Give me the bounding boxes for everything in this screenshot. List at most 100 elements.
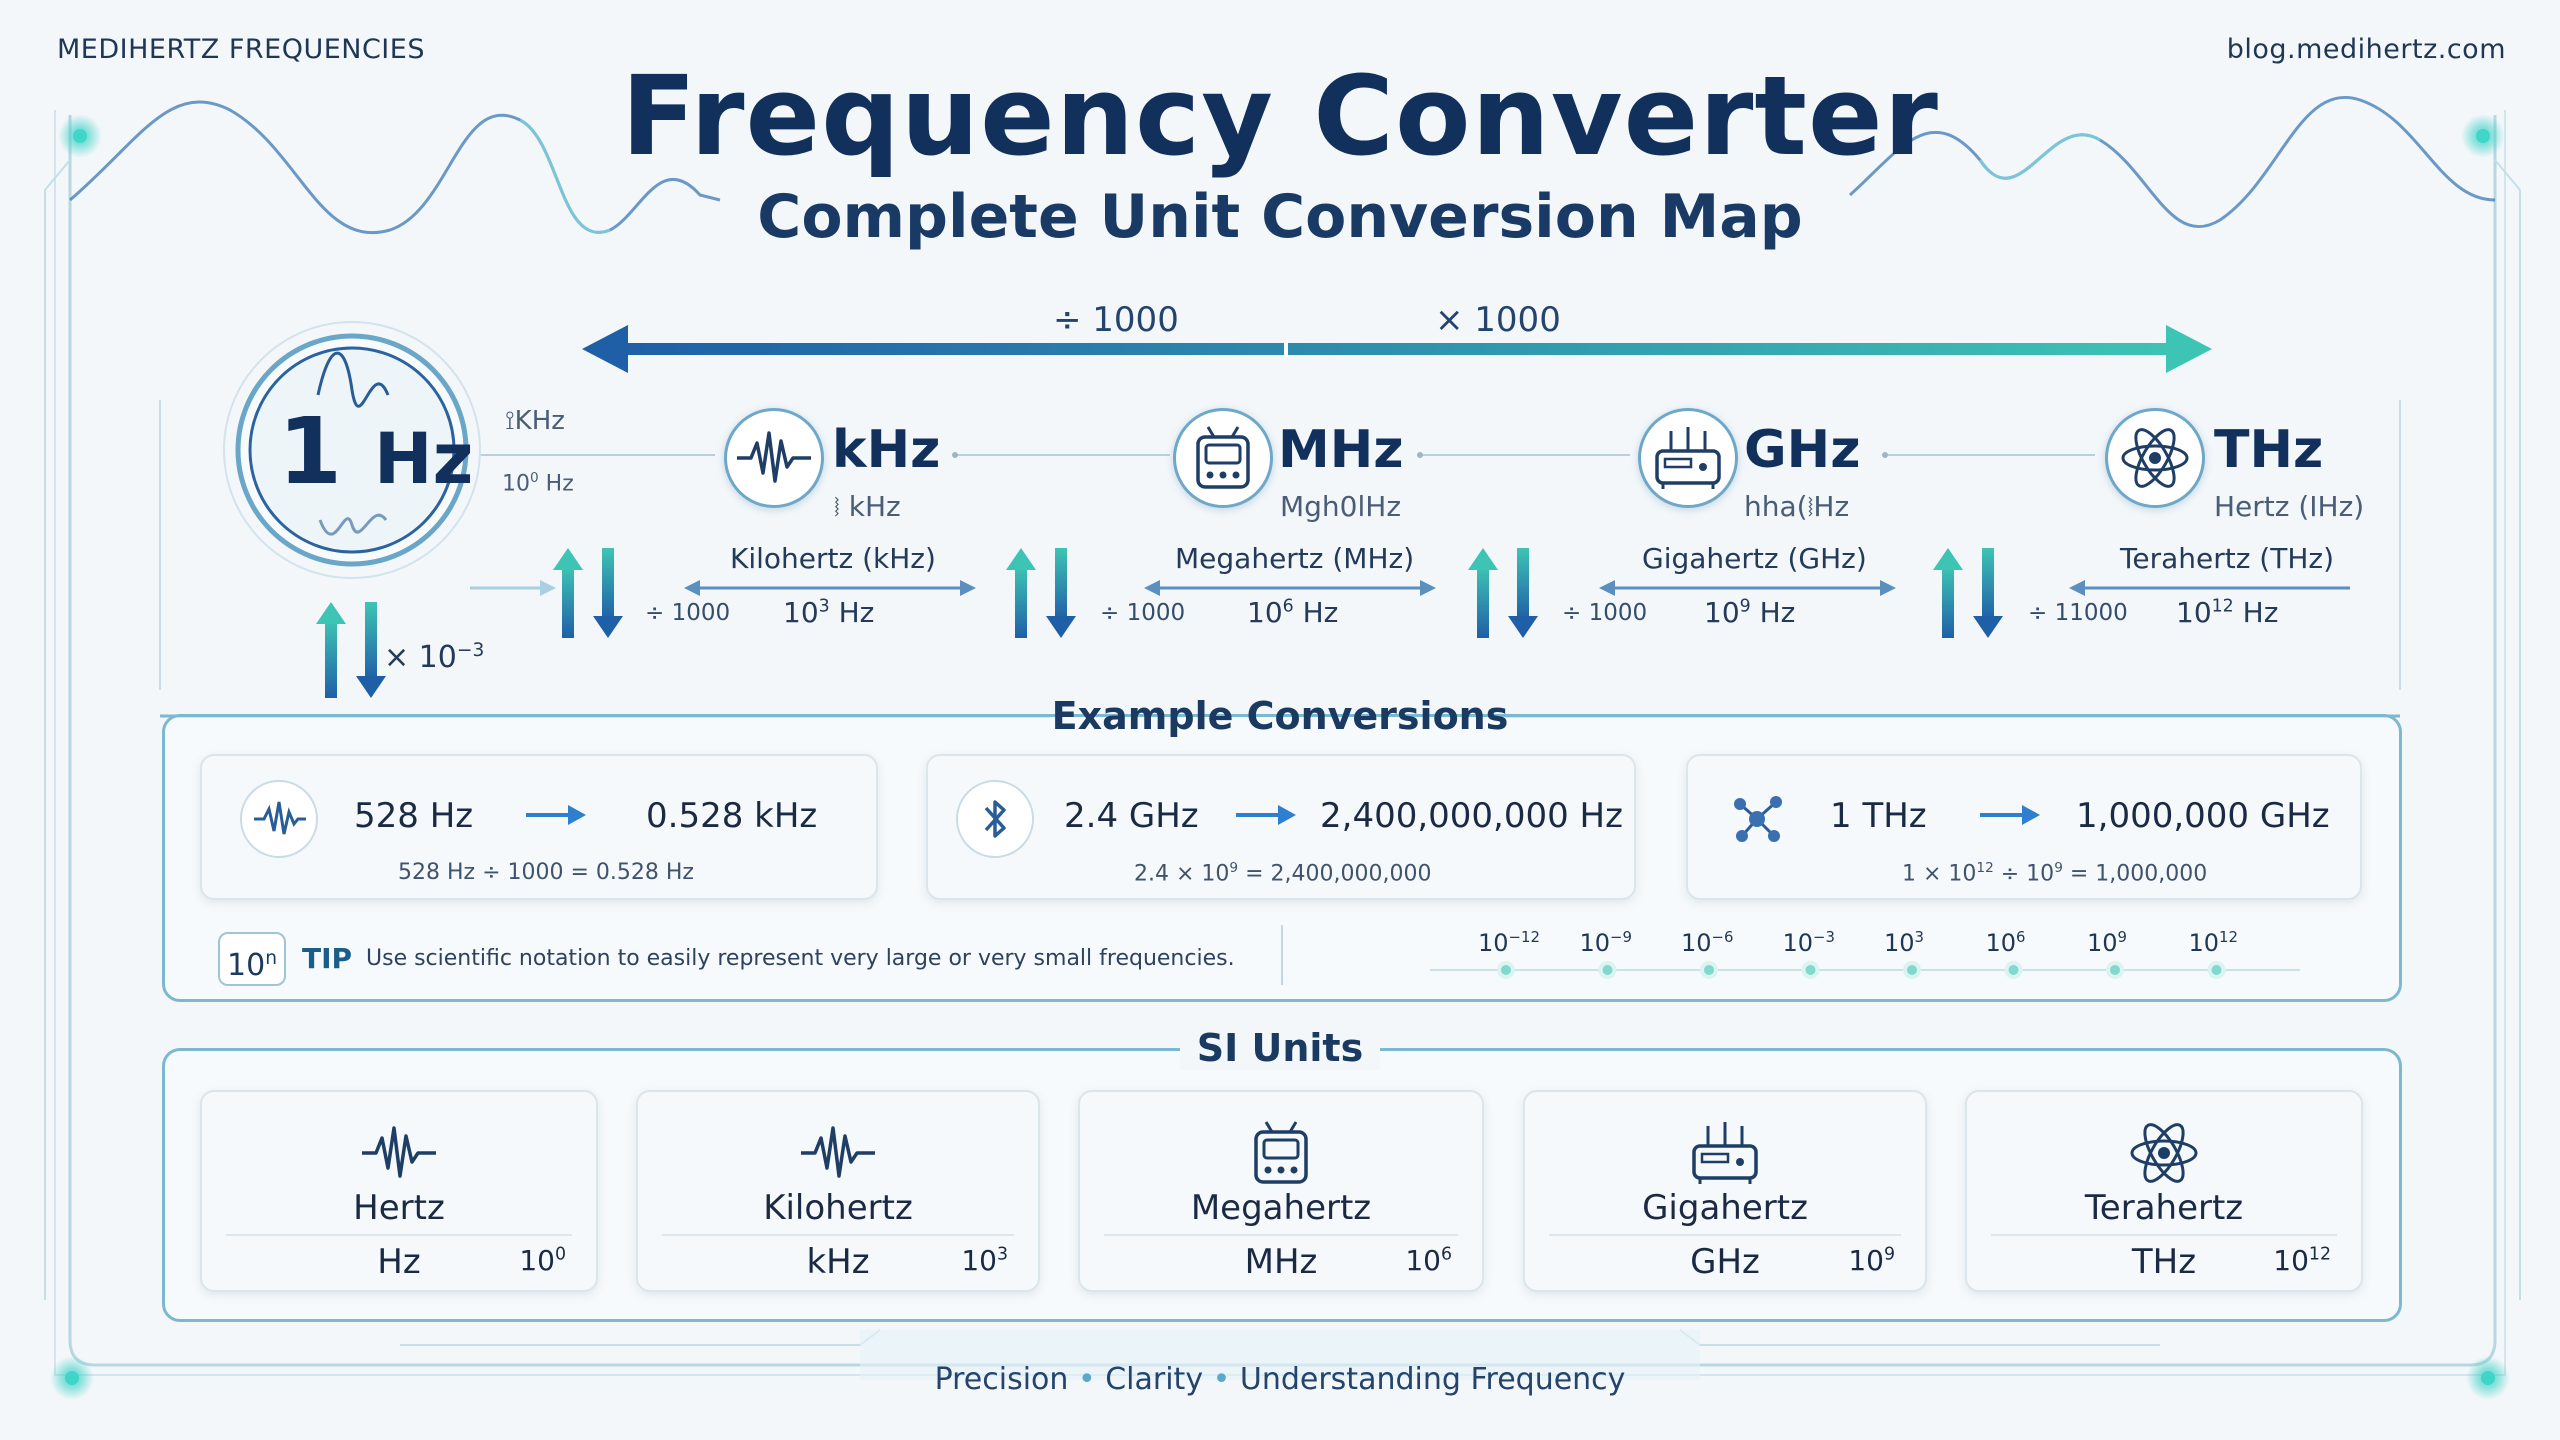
examples-title: Example Conversions — [1051, 694, 1509, 738]
unit-symbol: kHz — [832, 420, 941, 480]
hz-side-power: 100 Hz — [502, 470, 574, 497]
si-units-title: SI Units — [1180, 1026, 1380, 1070]
divider — [1991, 1234, 2337, 1236]
radio-icon — [1234, 1106, 1328, 1200]
footer-tagline: Precision • Clarity • Understanding Freq… — [934, 1362, 1626, 1397]
scale-tick-label: 1012 — [2188, 928, 2238, 957]
hz-value: 1 — [278, 398, 343, 505]
molecule-icon — [1718, 780, 1796, 858]
si-unit-name: Gigahertz — [1642, 1188, 1808, 1228]
unit-power: 109 Hz — [1704, 596, 1796, 629]
si-unit-symbol: THz — [2131, 1242, 2197, 1282]
scale-dot — [1598, 961, 1617, 979]
example-to: 1,000,000 GHz — [2076, 796, 2330, 836]
si-unit-name: Megahertz — [1190, 1188, 1372, 1228]
up-down-arrow-icon — [316, 602, 386, 698]
tip-badge: 10n — [218, 932, 286, 986]
divide-factor: ÷ 1000 — [1100, 600, 1186, 626]
unit-symbol: MHz — [1278, 420, 1404, 480]
si-unit-symbol: MHz — [1244, 1242, 1318, 1282]
divider — [1104, 1234, 1458, 1236]
scale-dot — [1801, 961, 1820, 979]
example-formula: 528 Hz ÷ 1000 = 0.528 Hz — [398, 860, 694, 885]
scale-dot — [2106, 961, 2124, 979]
scale-tick-label: 10−9 — [1579, 928, 1632, 957]
atom-icon — [2105, 408, 2205, 508]
example-card-1: 528 Hz 0.528 kHz 528 Hz ÷ 1000 = 0.528 H… — [200, 754, 878, 900]
site-link[interactable]: blog.medihertz.com — [2226, 34, 2506, 65]
hz-side-top: ⟟KHz — [505, 406, 565, 436]
router-icon — [1678, 1106, 1772, 1200]
hz-node: 1 Hz — [278, 398, 473, 505]
brand-name: MEDIHERTZ FREQUENCIES — [57, 34, 425, 65]
example-from: 528 Hz — [354, 796, 474, 836]
divide-label: ÷ 1000 — [1053, 300, 1179, 340]
tip-text: Use scientific notation to easily repres… — [366, 946, 1235, 971]
si-unit-name: Kilohertz — [763, 1188, 913, 1228]
example-formula: 1 × 1012 ÷ 109 = 1,000,000 — [1902, 860, 2208, 887]
sine-wave-icon — [352, 1106, 446, 1200]
scale-tick-label: 109 — [2087, 928, 2128, 957]
multiply-label: × 1000 — [1435, 300, 1561, 340]
unit-subtitle: hha(⧘Hz — [1744, 490, 1850, 523]
bluetooth-icon — [956, 780, 1034, 858]
si-unit-name: Hertz — [353, 1188, 445, 1228]
sine-wave-icon — [240, 780, 318, 858]
arrow-right-icon — [524, 800, 588, 830]
unit-symbol: GHz — [1744, 420, 1861, 480]
up-down-arrow-icon — [1933, 548, 2003, 638]
atom-icon — [2117, 1106, 2211, 1200]
router-icon — [1638, 408, 1738, 508]
example-to: 2,400,000,000 Hz — [1320, 796, 1623, 836]
sine-wave-icon — [791, 1106, 885, 1200]
divider — [226, 1234, 572, 1236]
scale-dot — [1497, 961, 1515, 979]
arrow-right-icon — [1234, 800, 1298, 830]
up-down-arrow-icon — [1468, 548, 1538, 638]
hz-unit: Hz — [374, 418, 474, 500]
unit-full-name: Gigahertz (GHz) — [1642, 542, 1867, 575]
si-unit-power: 103 — [961, 1244, 1008, 1277]
divider — [1549, 1234, 1901, 1236]
tip-label: TIP — [302, 942, 353, 975]
unit-full-name: Megahertz (MHz) — [1175, 542, 1415, 575]
hz-down-factor: × 10−3 — [384, 640, 485, 675]
page-subtitle: Complete Unit Conversion Map — [757, 182, 1803, 252]
scale-tick-label: 103 — [1884, 928, 1925, 957]
si-unit-power: 109 — [1848, 1244, 1895, 1277]
scale-tick-label: 106 — [1985, 928, 2026, 957]
si-unit-symbol: GHz — [1690, 1242, 1760, 1282]
si-unit-name: Terahertz — [2084, 1188, 2244, 1228]
up-down-arrow-icon — [1006, 548, 1076, 638]
scale-tick-label: 10−3 — [1782, 928, 1835, 957]
divide-factor: ÷ 11000 — [2028, 600, 2128, 626]
scale-tick-label: 10−12 — [1478, 928, 1540, 957]
unit-power: 1012 Hz — [2176, 596, 2279, 629]
unit-subtitle: Hertz (IHz) — [2214, 490, 2365, 523]
si-unit-power: 100 — [519, 1244, 566, 1277]
scale-dot — [1700, 961, 1718, 979]
unit-power: 106 Hz — [1247, 596, 1339, 629]
divider — [662, 1234, 1014, 1236]
scale-dot — [2207, 961, 2226, 979]
unit-full-name: Kilohertz (kHz) — [730, 542, 936, 575]
sine-wave-icon — [724, 408, 824, 508]
unit-subtitle: Mgh0lHz — [1280, 490, 1402, 523]
example-card-2: 2.4 GHz 2,400,000,000 Hz 2.4 × 109 = 2,4… — [926, 754, 1636, 900]
divide-factor: ÷ 1000 — [645, 600, 731, 626]
example-formula: 2.4 × 109 = 2,400,000,000 — [1134, 860, 1432, 887]
example-from: 2.4 GHz — [1064, 796, 1199, 836]
unit-power: 103 Hz — [783, 596, 875, 629]
arrow-right-icon — [1978, 800, 2042, 830]
si-unit-symbol: Hz — [377, 1242, 421, 1282]
scale-dot — [1903, 961, 1921, 979]
unit-symbol: THz — [2214, 420, 2324, 480]
si-unit-power: 1012 — [2273, 1244, 2331, 1277]
example-from: 1 THz — [1830, 796, 1927, 836]
